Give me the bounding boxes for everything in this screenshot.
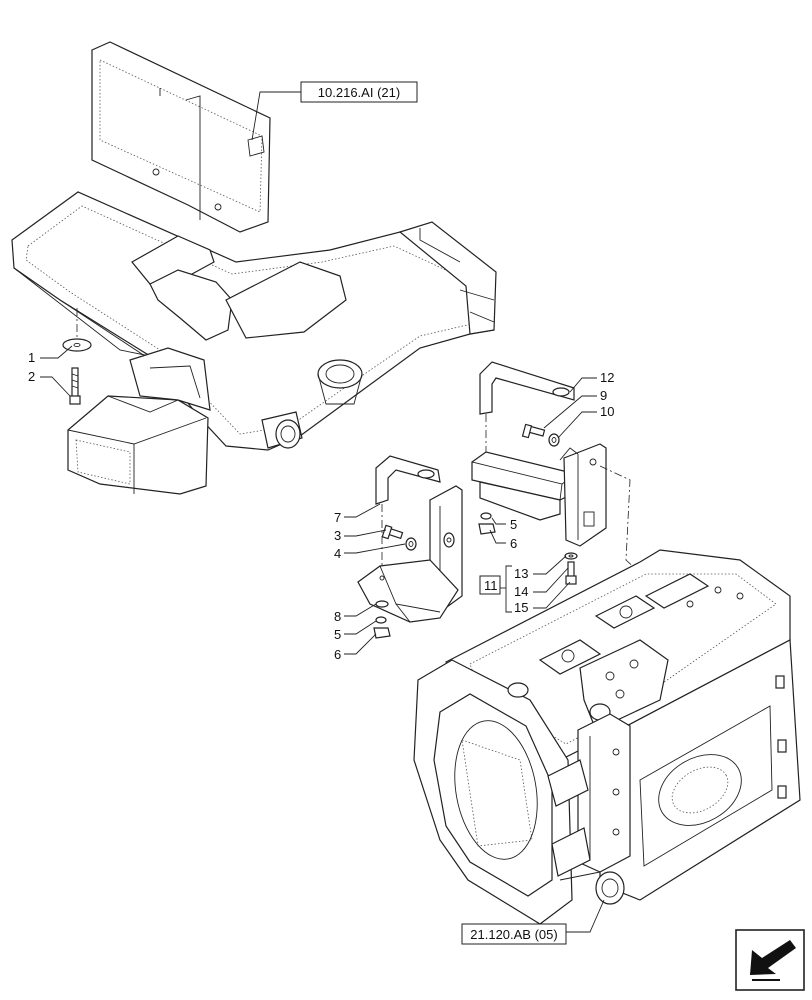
bolt-15: [565, 561, 577, 585]
transmission-housing: [413, 549, 801, 925]
right-bracket: [471, 361, 607, 547]
nut-6: [373, 627, 391, 639]
ref-top[interactable]: 10.216.AI (21): [300, 81, 418, 103]
washer-5: [375, 616, 387, 624]
callout-12: 12: [600, 370, 614, 385]
left-bracket: [357, 455, 463, 623]
callout-13: 13: [514, 566, 528, 581]
ref-bottom[interactable]: 21.120.AB (05): [461, 923, 567, 945]
callout-3: 3: [334, 528, 341, 543]
washer-1: [62, 338, 92, 352]
callout-7: 7: [334, 510, 341, 525]
callout-6: 6: [334, 647, 341, 662]
callout-1: 1: [28, 350, 35, 365]
callout-6b: 6: [510, 536, 517, 551]
weight-carrier: [11, 41, 497, 495]
ref-bottom-label: 21.120.AB (05): [470, 927, 557, 942]
leader-lines: [40, 91, 605, 933]
group-box-11: [479, 575, 501, 595]
callout-10: 10: [600, 404, 614, 419]
callout-5b: 5: [510, 517, 517, 532]
callout-14: 14: [514, 584, 528, 599]
callout-4: 4: [334, 546, 341, 561]
callout-9: 9: [600, 388, 607, 403]
callout-15: 15: [514, 600, 528, 615]
callout-2: 2: [28, 369, 35, 384]
washer-13: [564, 552, 578, 560]
washer-5b: [480, 512, 492, 520]
arrow-down-left-icon[interactable]: [735, 929, 805, 991]
group-label: 11: [484, 578, 498, 593]
callout-5: 5: [334, 627, 341, 642]
callout-numbers: 1 2 3 4 5 6 7 8 5 6 9 10 12 13 14 15: [28, 350, 614, 662]
bolt-2: [69, 367, 81, 405]
nut-6b: [478, 523, 496, 535]
ref-top-label: 10.216.AI (21): [318, 85, 400, 100]
callout-8: 8: [334, 609, 341, 624]
spacer-8: [375, 600, 389, 608]
